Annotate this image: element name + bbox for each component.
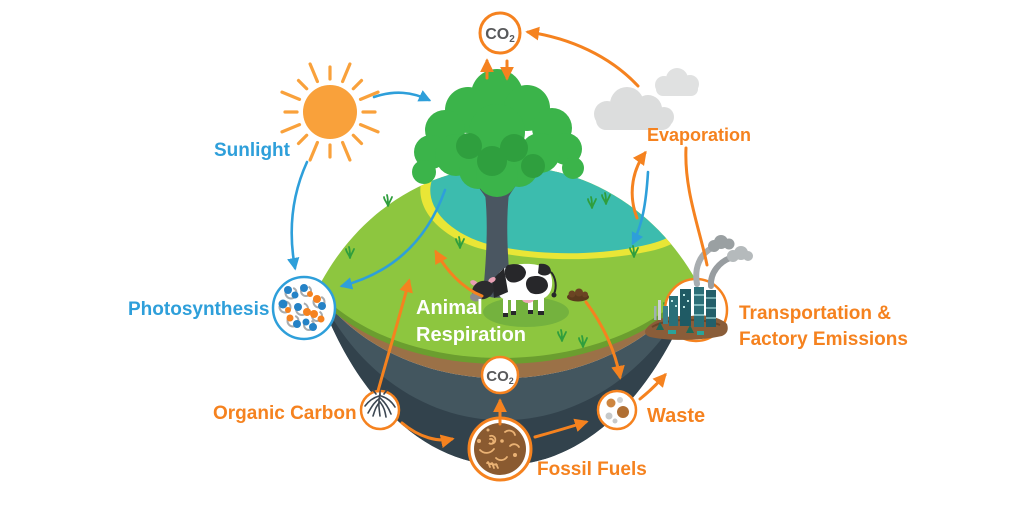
- fossils-icon: [479, 429, 520, 469]
- arrow-water-to-evaporation: [630, 150, 647, 220]
- arrow-organic-carbon-to-plants: [376, 278, 413, 393]
- organic-carbon-node: [359, 389, 401, 431]
- sun-icon: [280, 62, 380, 162]
- arrow-emissions-to-co2: [525, 26, 640, 88]
- animal-respiration-line2: Respiration: [416, 324, 527, 346]
- arrow-fossil-fuels-to-waste: [533, 418, 589, 439]
- fossil-fuels-node: [467, 416, 533, 482]
- co2-underground-node: CO2: [480, 355, 520, 395]
- arrow-rain-to-water: [631, 170, 650, 246]
- arrow-respiration-to-atmosphere: [434, 249, 484, 298]
- transportation-line1: Transportation &: [739, 303, 892, 324]
- fossil-fuels-label: Fossil Fuels: [537, 459, 647, 480]
- cloud-icon-small: [655, 68, 699, 96]
- arrow-sun-to-tree: [372, 90, 432, 102]
- smoke-puffs: [708, 235, 735, 252]
- dung-illustration: [567, 288, 589, 302]
- svg-text:CO2: CO2: [485, 26, 515, 45]
- photosynthesis-label: Photosynthesis: [128, 299, 270, 320]
- arrow-sunlight-to-photosynthesis: [287, 160, 309, 271]
- animal-respiration-line1: Animal: [416, 297, 483, 319]
- co2-atmosphere-node: CO2: [478, 11, 522, 55]
- tree-illustration: [412, 69, 584, 298]
- arrow-waste-to-factory: [638, 372, 667, 401]
- line-factory-emissions-rise: [684, 146, 709, 267]
- sunlight-label: Sunlight: [214, 140, 290, 161]
- svg-text:CO2: CO2: [486, 368, 514, 386]
- transportation-line2: Factory Emissions: [739, 329, 908, 350]
- arrow-dung-to-waste: [584, 300, 625, 380]
- factory-node: [645, 235, 753, 343]
- transportation-factory-emissions-label: Transportation & Factory Emissions: [739, 301, 908, 353]
- organic-carbon-label: Organic Carbon: [213, 403, 357, 424]
- arrow-tree-to-photosynthesis: [339, 188, 447, 290]
- photosynthesis-node: [271, 275, 337, 341]
- waste-label: Waste: [647, 405, 706, 427]
- cloud-icon-large: [594, 87, 674, 130]
- arrow-organic-carbon-to-fossil-fuels: [400, 421, 455, 449]
- evaporation-label: Evaporation: [647, 125, 752, 145]
- roots-icon: [364, 389, 396, 418]
- waste-node: [596, 389, 638, 431]
- waste-icon: [605, 397, 629, 424]
- animal-respiration-label: Animal Respiration: [416, 295, 526, 349]
